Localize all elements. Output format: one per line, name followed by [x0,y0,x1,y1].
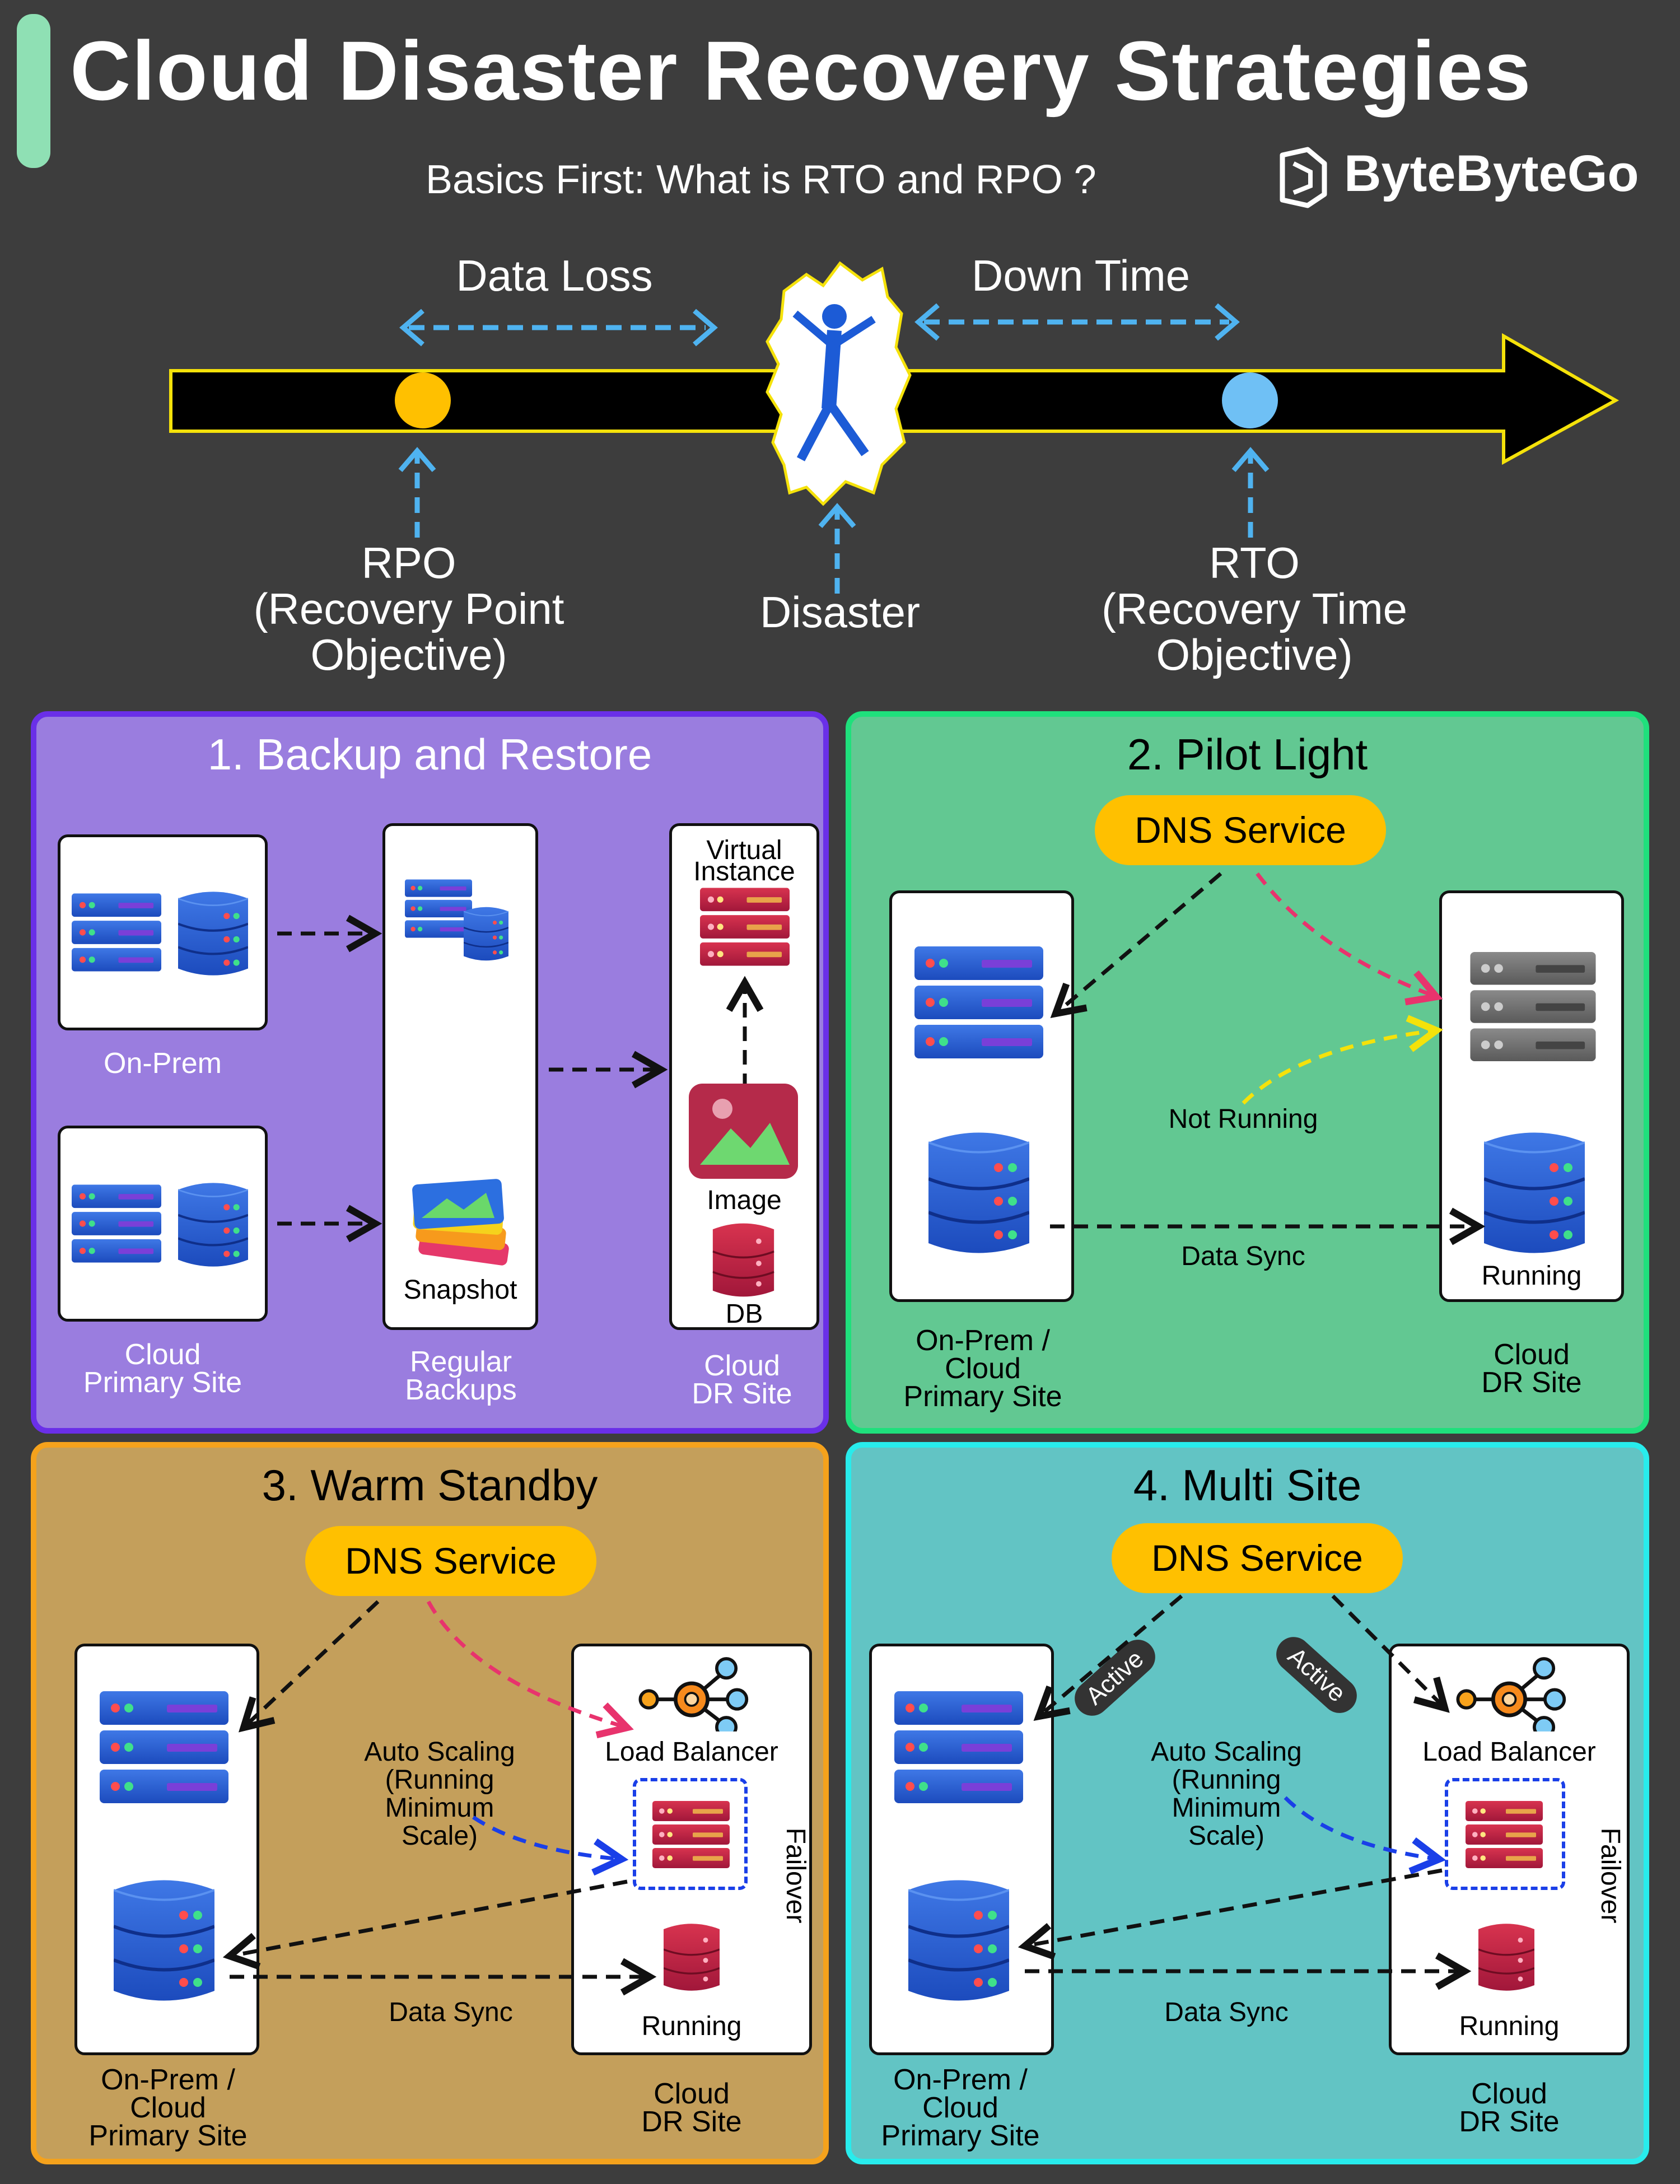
not-running-label: Not Running [1168,1104,1318,1134]
primary-site-label-3: Primary Site [88,2120,248,2152]
dns-service-badge: DNS Service [1095,795,1386,865]
auto-scaling-label-1: Auto Scaling [364,1737,515,1767]
panel4-arrows [1018,1594,1472,1990]
panel-title: 4. Multi Site [1133,1460,1362,1510]
rpo-full-2: Objective) [310,629,507,679]
rto-abbr: RTO [1209,538,1300,587]
image-to-instance-arrow [726,976,764,1112]
data-sync-label: Data Sync [1181,1242,1305,1271]
data-sync-label: Data Sync [1164,1998,1289,2027]
page-subtitle: Basics First: What is RTO and RPO ? [426,157,1096,202]
down-time-label: Down Time [971,251,1191,300]
disaster-label: Disaster [759,587,921,637]
brand-name: ByteByteGo [1344,145,1639,202]
dr-site-label-1: Cloud [1494,1338,1570,1371]
image-label: Image [707,1186,782,1215]
auto-scaling-label-1: Auto Scaling [1151,1737,1302,1767]
auto-scaling-group [1445,1778,1565,1890]
snapshot-stack-icon [412,1179,509,1266]
primary-site-label-1: On-Prem / [893,2064,1028,2096]
auto-scaling-label-2: (Running [385,1765,494,1795]
virtual-instance-label-2: Instance [693,857,795,886]
regular-backups-label-1: Regular [409,1346,512,1378]
db-label: DB [725,1299,763,1329]
panel3-arrows [222,1600,657,1996]
primary-site-box [869,1644,1054,2055]
dr-site-label-2: DR Site [641,2106,742,2138]
primary-site-label-2: Cloud [945,1352,1021,1385]
running-label: Running [641,2012,742,2041]
panel-title: 3. Warm Standby [262,1460,598,1510]
panel-title: 2. Pilot Light [1127,730,1368,779]
load-balancer-label: Load Balancer [1422,1737,1596,1767]
panel1-arrows [277,914,668,1243]
virtual-instance-label-1: Virtual [706,836,782,865]
rpo-dot [395,372,451,428]
dr-site-label-2: DR Site [1459,2106,1560,2138]
cloud-primary-label-1: Cloud [124,1338,201,1371]
data-loss-label: Data Loss [456,251,653,300]
cloud-dr-label-1: Cloud [704,1350,780,1382]
primary-site-label-1: On-Prem / [101,2064,235,2096]
regular-backups-label-2: Backups [405,1374,517,1406]
auto-scaling-group [633,1778,748,1890]
running-label: Running [1459,2012,1560,2041]
panel-backup-and-restore: 1. Backup and Restore On-Prem Cloud Prim… [31,711,829,1434]
primary-site-label-3: Primary Site [903,1380,1062,1413]
rto-rpo-timeline [169,261,1620,594]
dns-service-badge: DNS Service [305,1526,596,1596]
rpo-full-1: (Recovery Point [253,584,564,633]
auto-scaling-label-3: Minimum [1172,1793,1281,1823]
load-balancer-label: Load Balancer [605,1737,778,1767]
primary-site-label-2: Cloud [130,2092,206,2124]
on-prem-label: On-Prem [104,1047,222,1080]
regular-backups-box: Snapshot [382,823,538,1330]
cloud-primary-box [58,1126,268,1322]
panel-multi-site: 4. Multi Site DNS Service Active Active … [846,1442,1649,2164]
image-icon [689,1084,798,1179]
primary-site-label-2: Cloud [922,2092,998,2124]
on-prem-box [58,834,268,1030]
dr-site-label-1: Cloud [654,2078,730,2110]
running-label: Running [1481,1261,1582,1291]
panel-pilot-light: 2. Pilot Light DNS Service On-Prem / Clo… [846,711,1649,1434]
panel2-arrows [1050,872,1486,1245]
rto-full-2: Objective) [1156,629,1353,679]
cloud-dr-label-2: DR Site [692,1378,792,1410]
snapshot-label: Snapshot [403,1275,517,1305]
rpo-abbr: RPO [361,538,456,587]
primary-site-box [889,890,1074,1302]
primary-site-box [74,1644,259,2055]
auto-scaling-label-4: Scale) [401,1821,478,1851]
primary-site-label-1: On-Prem / [916,1324,1050,1357]
dns-service-badge: DNS Service [1112,1523,1403,1593]
page-title: Cloud Disaster Recovery Strategies [70,24,1532,118]
auto-scaling-label-4: Scale) [1188,1821,1265,1851]
disaster-skeleton-icon [766,261,912,506]
cloud-primary-label-2: Primary Site [83,1366,242,1399]
primary-site-label-3: Primary Site [881,2120,1040,2152]
panel-title: 1. Backup and Restore [207,730,652,779]
rpo-label: RPO (Recovery Point Objective) [241,540,577,678]
title-accent-bar [17,14,50,168]
cloud-dr-box: Virtual Instance Image DB [669,823,819,1330]
auto-scaling-label-2: (Running [1172,1765,1281,1795]
rto-dot [1222,372,1278,428]
panel-warm-standby: 3. Warm Standby DNS Service On-Prem / Cl… [31,1442,829,2164]
dr-site-label-1: Cloud [1471,2078,1547,2110]
bytebytego-logo-icon [1280,147,1327,208]
data-sync-label: Data Sync [389,1998,513,2027]
rto-full-1: (Recovery Time [1101,584,1408,633]
dr-site-label-2: DR Site [1481,1366,1582,1399]
rto-label: RTO (Recovery Time Objective) [1086,540,1422,678]
